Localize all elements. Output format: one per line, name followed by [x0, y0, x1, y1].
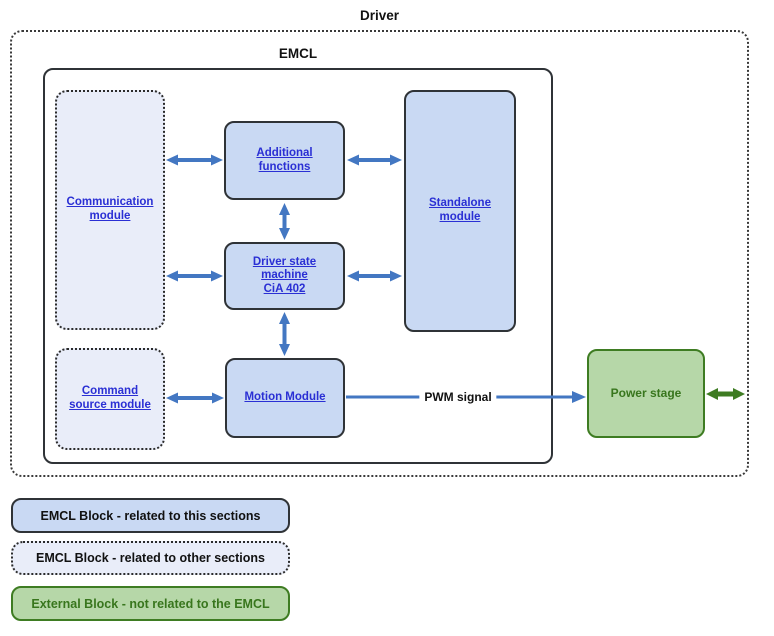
legend-label-emcl-solid: EMCL Block - related to this sections: [40, 508, 261, 523]
additional-functions-link[interactable]: Additional functions: [256, 146, 313, 173]
legend-label-emcl-dotted: EMCL Block - related to other sections: [36, 551, 265, 565]
pwm-signal-label: PWM signal: [419, 390, 497, 404]
block-standalone-module: Standalone module: [404, 90, 516, 332]
emcl-box-title: EMCL: [278, 46, 318, 61]
legend-item-emcl-dotted: EMCL Block - related to other sections: [11, 541, 290, 575]
emcl-boundary-box: [43, 68, 553, 464]
block-motion-module: Motion Module: [225, 358, 345, 438]
driver-box-title: Driver: [359, 8, 400, 23]
block-power-stage: Power stage: [587, 349, 705, 438]
communication-module-link[interactable]: Communication module: [66, 196, 154, 222]
motion-module-link[interactable]: Motion Module: [244, 391, 326, 404]
block-driver-state-machine: Driver state machine CiA 402: [224, 242, 345, 310]
block-communication-module: Communication module: [55, 90, 165, 330]
legend-label-external: External Block - not related to the EMCL: [31, 596, 270, 611]
block-command-source-module: Command source module: [55, 348, 165, 450]
block-additional-functions: Additional functions: [224, 121, 345, 200]
legend-item-external: External Block - not related to the EMCL: [11, 586, 290, 621]
driver-state-machine-link[interactable]: Driver state machine CiA 402: [252, 255, 317, 295]
command-source-module-link[interactable]: Command source module: [69, 385, 151, 411]
power-stage-label: Power stage: [610, 386, 682, 401]
legend-item-emcl-solid: EMCL Block - related to this sections: [11, 498, 290, 533]
standalone-module-link[interactable]: Standalone module: [429, 197, 491, 223]
driver-boundary-box: [10, 30, 749, 477]
